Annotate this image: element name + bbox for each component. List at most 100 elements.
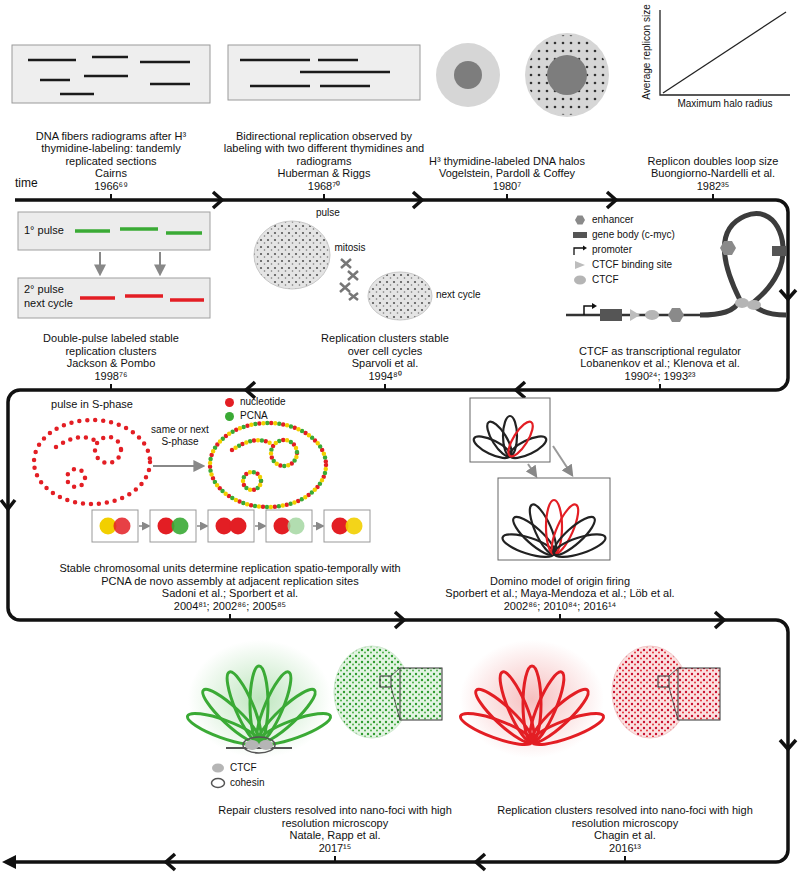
author-names: Sparvoli et al.: [310, 357, 460, 370]
replicon-graph: [660, 10, 790, 95]
year-reference: 2002⁸⁶; 2010⁸⁴; 2016¹⁴: [415, 600, 705, 613]
legend-symbol: [573, 232, 587, 238]
legend-item: CTCF: [210, 762, 257, 774]
repair-loops: [256, 708, 334, 751]
legend-text: cohesin: [230, 777, 264, 789]
legend-symbol: [572, 274, 588, 286]
s-phase-cell-pcna: [243, 472, 261, 490]
legend-symbol: [212, 764, 224, 773]
year-reference: 1966⁶⁹: [22, 180, 200, 193]
legend-symbol: [572, 214, 588, 226]
replicon-graph: [663, 12, 786, 93]
legend-text: CTCF: [230, 762, 257, 774]
pcna-assembly-strip: [114, 518, 131, 535]
year-reference: 1994⁸⁰: [310, 370, 460, 383]
ctcf-loop-panel: [645, 310, 659, 320]
s-phase-cell-pcna: [210, 423, 326, 507]
legend-symbol: [575, 216, 585, 225]
year-reference: 2004⁸¹; 2002⁸⁶; 2005⁸⁵: [44, 600, 416, 613]
author-names: Natale, Rapp et al.: [205, 829, 465, 842]
timeline-arrowhead: [2, 855, 16, 869]
pcna-assembly-strip: [139, 525, 149, 527]
legend-symbol: [572, 244, 588, 256]
author-names: Cairns: [22, 167, 200, 180]
legend-text: nucleotide: [240, 396, 286, 408]
year-reference: 1980⁷: [417, 180, 597, 193]
milestone-caption: Bidirectional replication observed by la…: [222, 130, 427, 193]
milestone-caption: DNA fibers radiograms after H³ thymidine…: [22, 130, 200, 193]
author-names: Jackson & Pombo: [29, 357, 194, 370]
repair-loops: [226, 747, 292, 749]
timeline-arrow: [213, 192, 616, 208]
s-phase-cell-pcna: [210, 423, 326, 507]
s-phase-cell-pcna: [210, 423, 326, 507]
legend-text: enhancer: [592, 214, 634, 226]
double-pulse-panel: [80, 296, 204, 300]
legend-symbol: [210, 762, 226, 774]
milestone-caption: Repair clusters resolved into nano-foci …: [205, 804, 465, 854]
pcna-assembly-strip: [255, 525, 265, 527]
milestone-caption: H³ thymidine-labeled DNA halosVogelstein…: [417, 155, 597, 193]
s-phase-cell-pcna: [210, 423, 326, 507]
domino-model: [552, 530, 608, 562]
arrow-label: same or next S-phase: [149, 424, 211, 448]
milestone-caption: Replication clusters resolved into nano-…: [495, 804, 755, 854]
milestone-caption: Domino model of origin firingSporbert et…: [415, 575, 705, 613]
author-names: Sadoni et al.; Sporbert et al.: [44, 587, 416, 600]
double-pulse-panel: [99, 252, 101, 274]
axis-label: Maximum halo radius: [665, 98, 785, 110]
ctcf-loop-panel: [700, 214, 786, 315]
double-pulse-panel: [18, 278, 210, 318]
pcna-assembly-strip: [346, 518, 363, 535]
s-phase-cell: [95, 437, 121, 463]
replication-nucleus: [658, 676, 669, 687]
ctcf-loop-panel: [592, 303, 597, 309]
replication-nucleus: [612, 646, 720, 738]
repair-loops: [251, 669, 297, 746]
double-pulse-panel: [159, 252, 161, 274]
s-phase-cell: [34, 420, 150, 504]
milestone-description: DNA fibers radiograms after H³ thymidine…: [22, 130, 200, 168]
legend-swatch: [225, 412, 234, 421]
s-phase-cell-pcna: [210, 423, 326, 507]
legend-text: CTCF: [592, 274, 619, 286]
ctcf-loop-panel: [735, 298, 749, 308]
bidirectional-radiogram: [240, 60, 390, 86]
domino-model: [504, 418, 537, 459]
replication-loops: [529, 708, 607, 751]
author-names: Lobanenkov et al.; Klenova et al.: [550, 357, 770, 370]
pcna-assembly-strip: [92, 510, 138, 542]
dna-halo-large: [525, 33, 609, 117]
pcna-assembly-strip: [230, 518, 247, 535]
pcna-assembly-strip: [197, 525, 207, 527]
legend-item: enhancer: [572, 214, 634, 226]
dna-halo-small: [454, 61, 482, 89]
pcna-assembly-strip: [208, 510, 254, 542]
milestone-caption: Stable chromosomal units determine repli…: [44, 562, 416, 612]
double-pulse-panel: [18, 212, 210, 318]
replication-loops: [524, 669, 570, 746]
repair-nucleus: [334, 646, 442, 738]
repair-nucleus: [334, 646, 410, 738]
legend-symbol: [574, 276, 586, 285]
cell-cycle-panel: [368, 272, 432, 320]
ctcf-loop-panel: [668, 308, 684, 322]
author-names: Vogelstein, Pardoll & Coffey: [417, 167, 597, 180]
milestone-description: Domino model of origin firing: [415, 575, 705, 588]
replicon-graph: [660, 10, 790, 95]
legend-item: gene body (c-myc): [572, 229, 675, 241]
domino-model: [528, 464, 536, 476]
time-axis-label: time: [15, 177, 38, 189]
ctcf-loop-panel: [720, 241, 736, 255]
replication-loops: [458, 666, 607, 750]
milestone-description: Repair clusters resolved into nano-foci …: [205, 804, 465, 829]
panel-label: mitosis: [325, 242, 375, 254]
cell-cycle-panel: [254, 221, 330, 289]
dna-halo-small: [436, 43, 500, 107]
s-phase-cell-pcna: [271, 440, 297, 466]
domino-model: [470, 398, 610, 562]
pulse-label: 1° pulse: [24, 224, 64, 236]
timeline-arrow: [780, 740, 796, 749]
s-phase-cell-pcna: [243, 472, 261, 490]
timeline-arrow: [8, 200, 788, 862]
